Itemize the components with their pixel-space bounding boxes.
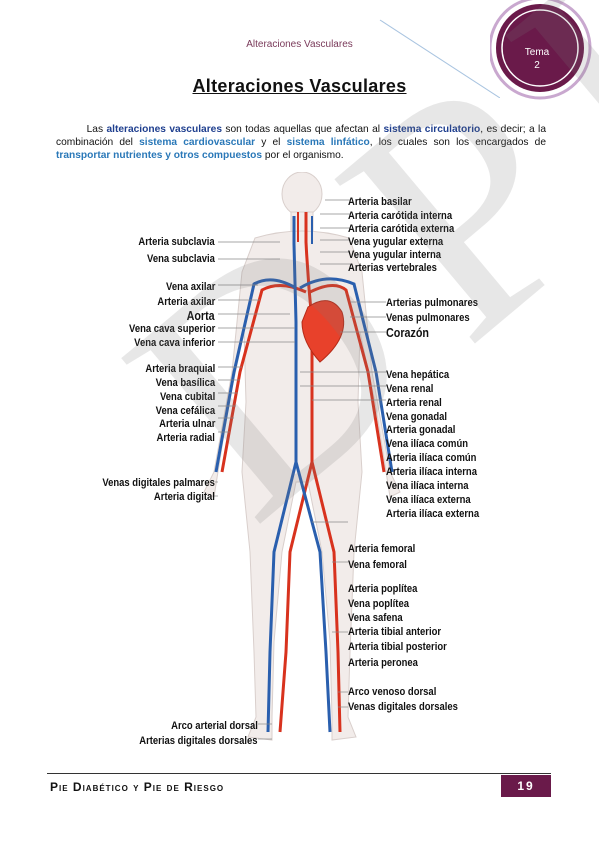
label-right: Vena yugular interna xyxy=(348,249,442,261)
footer-divider xyxy=(47,773,551,774)
intro-highlight: sistema circulatorio xyxy=(383,124,481,135)
label-right: Vena femoral xyxy=(348,559,407,571)
header-title: Alteraciones Vasculares xyxy=(246,39,353,50)
intro-paragraph: Las alteraciones vasculares son todas aq… xyxy=(56,123,546,162)
page-title: Alteraciones Vasculares xyxy=(192,76,407,96)
label-right: Vena ilíaca común xyxy=(386,438,469,450)
label-right: Vena yugular externa xyxy=(348,236,444,248)
label-left: Arterias digitales dorsales xyxy=(139,735,258,747)
label-right: Arteria gonadal xyxy=(386,424,456,436)
footer-text: Pie Diabético y Pie de Riesgo xyxy=(50,780,225,794)
intro-highlight: alteraciones vasculares xyxy=(106,124,222,135)
label-right: Venas digitales dorsales xyxy=(348,701,458,713)
label-right: Arteria tibial anterior xyxy=(348,626,442,638)
circulatory-system-figure xyxy=(203,172,401,741)
label-right: Arteria carótida externa xyxy=(348,223,455,235)
label-left: Vena cava superior xyxy=(128,323,215,335)
header-decoration-line xyxy=(379,19,500,98)
intro-text: son todas aquellas que afectan al xyxy=(222,124,384,135)
label-right: Arco venoso dorsal xyxy=(348,686,437,698)
label-left: Arteria subclavia xyxy=(138,236,215,248)
label-right: Vena ilíaca externa xyxy=(386,494,471,506)
label-right: Vena hepática xyxy=(386,369,450,381)
label-left: Arco arterial dorsal xyxy=(171,720,258,732)
label-right: Arteria carótida interna xyxy=(348,210,453,222)
tema-number: 2 xyxy=(534,60,540,71)
label-right: Venas pulmonares xyxy=(386,312,470,324)
label-left: Vena cubital xyxy=(159,391,215,403)
veins xyxy=(214,216,394,733)
label-right: Corazón xyxy=(386,326,429,340)
label-left: Venas digitales palmares xyxy=(102,477,215,489)
label-left: Vena cefálica xyxy=(155,405,215,417)
intro-highlight: sistema cardiovascular xyxy=(139,137,256,148)
label-right: Arteria tibial posterior xyxy=(348,641,447,653)
label-right: Vena renal xyxy=(386,383,434,395)
intro-text: Las xyxy=(86,124,107,135)
label-left: Arteria radial xyxy=(156,432,215,444)
intro-text: por el organismo. xyxy=(262,150,344,161)
intro-text: y el xyxy=(255,137,287,148)
label-right: Arteria basilar xyxy=(348,196,412,208)
label-right: Vena safena xyxy=(348,612,403,624)
intro-highlight: transportar nutrientes y otros compuesto… xyxy=(56,150,263,161)
label-right: Arterias vertebrales xyxy=(348,262,437,274)
label-left: Arteria digital xyxy=(154,491,215,503)
label-right: Vena poplítea xyxy=(348,598,409,610)
tema-badge xyxy=(490,0,592,100)
label-left: Vena cava inferior xyxy=(134,337,215,349)
intro-text: , es decir; a la combinación del xyxy=(56,124,546,148)
label-leader-lines xyxy=(213,199,386,740)
arteries xyxy=(220,212,386,733)
label-right: Arteria peronea xyxy=(348,657,418,669)
label-right: Vena gonadal xyxy=(386,411,447,423)
label-right: Arteria poplítea xyxy=(348,583,418,595)
tema-word: Tema xyxy=(524,47,550,58)
label-right: Vena ilíaca interna xyxy=(386,480,469,492)
label-left: Vena subclavia xyxy=(147,253,215,265)
label-right: Arterias pulmonares xyxy=(386,297,479,309)
intro-text: , los cuales son los encargados de xyxy=(369,137,546,148)
label-left: Arteria ulnar xyxy=(158,418,215,430)
label-left: Arteria braquial xyxy=(145,363,215,375)
label-right: Arteria ilíaca externa xyxy=(386,508,480,520)
label-left: Vena basílica xyxy=(155,377,215,389)
label-left: Aorta xyxy=(186,309,215,323)
body-silhouette xyxy=(203,172,401,741)
label-left: Vena axilar xyxy=(165,281,215,293)
label-right: Arteria ilíaca interna xyxy=(386,466,477,478)
intro-highlight: sistema linfático xyxy=(286,137,370,148)
label-right: Arteria renal xyxy=(386,397,442,409)
label-right: Arteria ilíaca común xyxy=(386,452,477,464)
tema-label: Tema 2 xyxy=(512,46,562,72)
heart xyxy=(301,300,345,363)
page-number: 19 xyxy=(501,775,551,797)
label-left: Arteria axilar xyxy=(157,296,215,308)
label-right: Arteria femoral xyxy=(348,543,416,555)
